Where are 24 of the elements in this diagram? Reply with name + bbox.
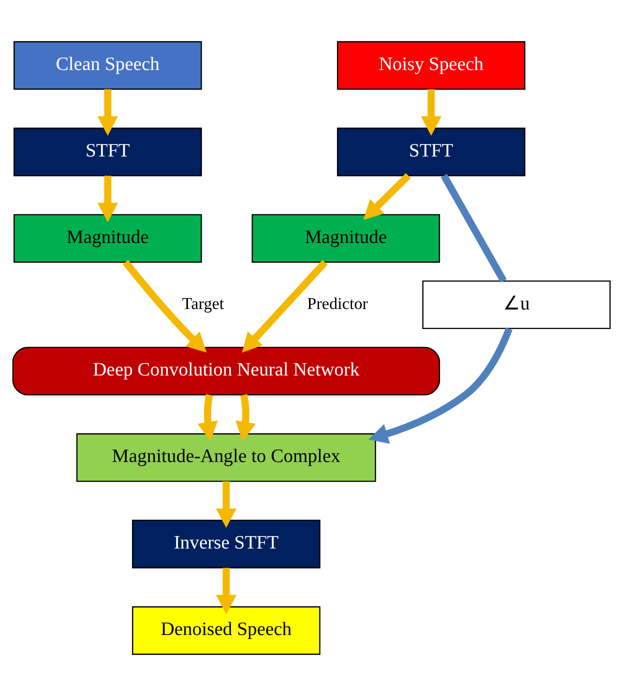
node-box: Denoised Speech bbox=[132, 606, 320, 654]
arrow bbox=[216, 567, 236, 614]
node-box: Inverse STFT bbox=[132, 519, 320, 568]
node-box: STFT bbox=[336, 127, 526, 176]
arrow bbox=[368, 326, 512, 444]
node-box: ∠u bbox=[422, 280, 611, 329]
edge-label: Predictor bbox=[307, 294, 368, 313]
arrow bbox=[363, 172, 411, 220]
edge-label: Target bbox=[182, 294, 224, 313]
node-box: Magnitude-Angle to Complex bbox=[76, 432, 376, 482]
arrow bbox=[242, 259, 328, 352]
arrow bbox=[198, 394, 218, 441]
arrow bbox=[420, 88, 442, 136]
node-box: Deep Convolution Neural Network bbox=[12, 346, 440, 395]
arrow bbox=[98, 88, 118, 136]
connector bbox=[440, 173, 507, 282]
node-box: Clean Speech bbox=[14, 40, 202, 90]
node-box: Noisy Speech bbox=[336, 40, 526, 90]
node-box: Magnitude bbox=[14, 214, 202, 262]
node-box: Magnitude bbox=[252, 214, 440, 262]
arrow bbox=[98, 175, 118, 222]
arrow bbox=[122, 259, 207, 352]
node-box: STFT bbox=[14, 127, 202, 176]
arrow bbox=[216, 480, 236, 528]
